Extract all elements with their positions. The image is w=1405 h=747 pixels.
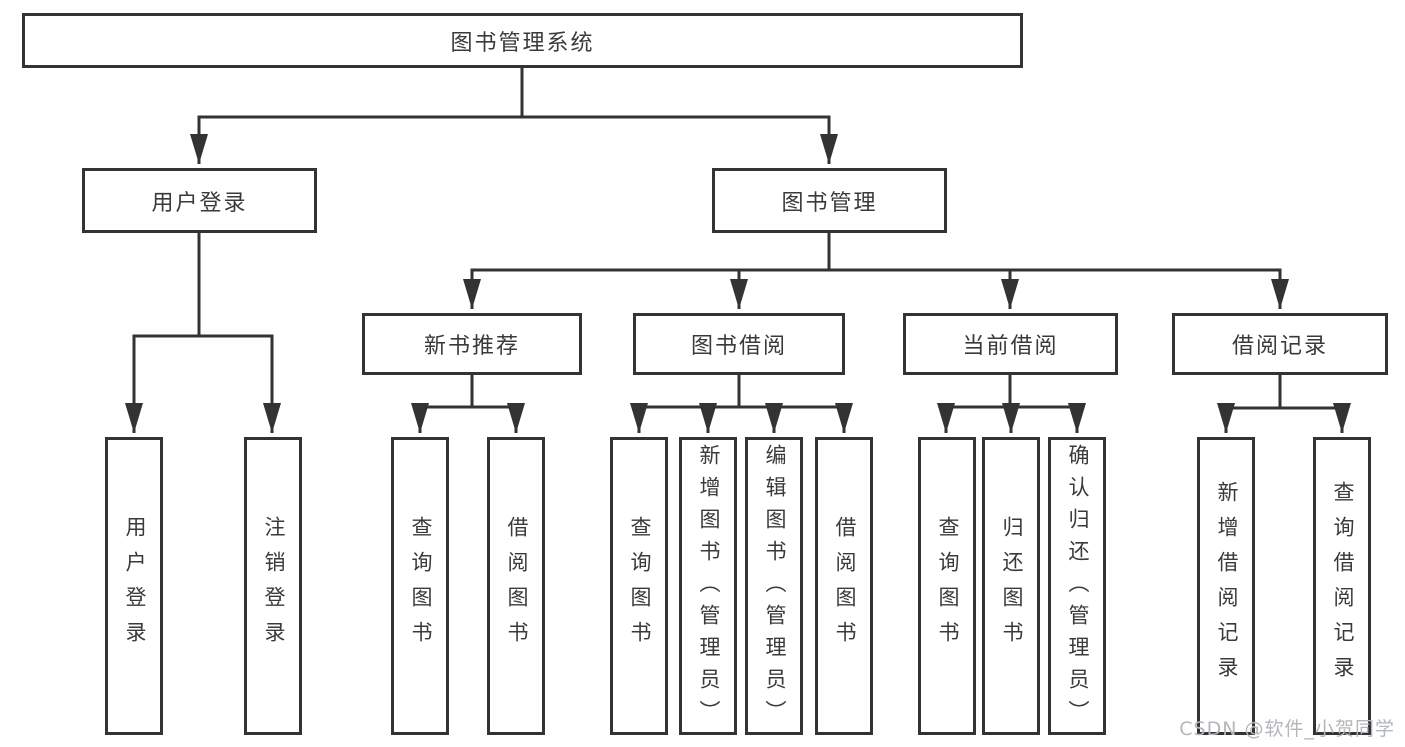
leaf-edit-books-admin: 编辑图书（管理员）: [745, 437, 803, 735]
leaf-add-books-admin: 新增图书（管理员）: [679, 437, 737, 735]
connector-new-books-children: [411, 375, 525, 433]
leaf-query-borrow-record: 查询借阅记录: [1313, 437, 1371, 735]
leaf-borrow-books-1: 借阅图书: [487, 437, 545, 735]
node-borrowing-records: 借阅记录: [1172, 313, 1388, 375]
connector-book-mgmt-children: [463, 233, 1289, 309]
leaf-query-books-2: 查询图书: [610, 437, 668, 735]
connector-book-borrow-children: [630, 375, 853, 433]
node-library-management-system: 图书管理系统: [22, 13, 1023, 68]
node-new-book-recommendation: 新书推荐: [362, 313, 582, 375]
leaf-query-books-3: 查询图书: [918, 437, 976, 735]
leaf-logout: 注销登录: [244, 437, 302, 735]
connector-current-borrow-children: [937, 375, 1086, 433]
connector-borrow-records-children: [1217, 375, 1351, 433]
leaf-user-login: 用户登录: [105, 437, 163, 735]
leaf-add-borrow-record: 新增借阅记录: [1197, 437, 1255, 735]
node-book-management: 图书管理: [712, 168, 947, 233]
leaf-query-books-1: 查询图书: [391, 437, 449, 735]
node-current-borrowing: 当前借阅: [903, 313, 1118, 375]
node-book-borrowing: 图书借阅: [633, 313, 845, 375]
connector-root-to-level1: [190, 68, 838, 164]
leaf-return-books: 归还图书: [982, 437, 1040, 735]
leaf-borrow-books-2: 借阅图书: [815, 437, 873, 735]
csdn-watermark: CSDN @软件_小贺同学: [1179, 718, 1395, 740]
node-user-login: 用户登录: [82, 168, 317, 233]
leaf-confirm-return-admin: 确认归还（管理员）: [1048, 437, 1106, 735]
connector-user-login-children: [125, 233, 281, 433]
